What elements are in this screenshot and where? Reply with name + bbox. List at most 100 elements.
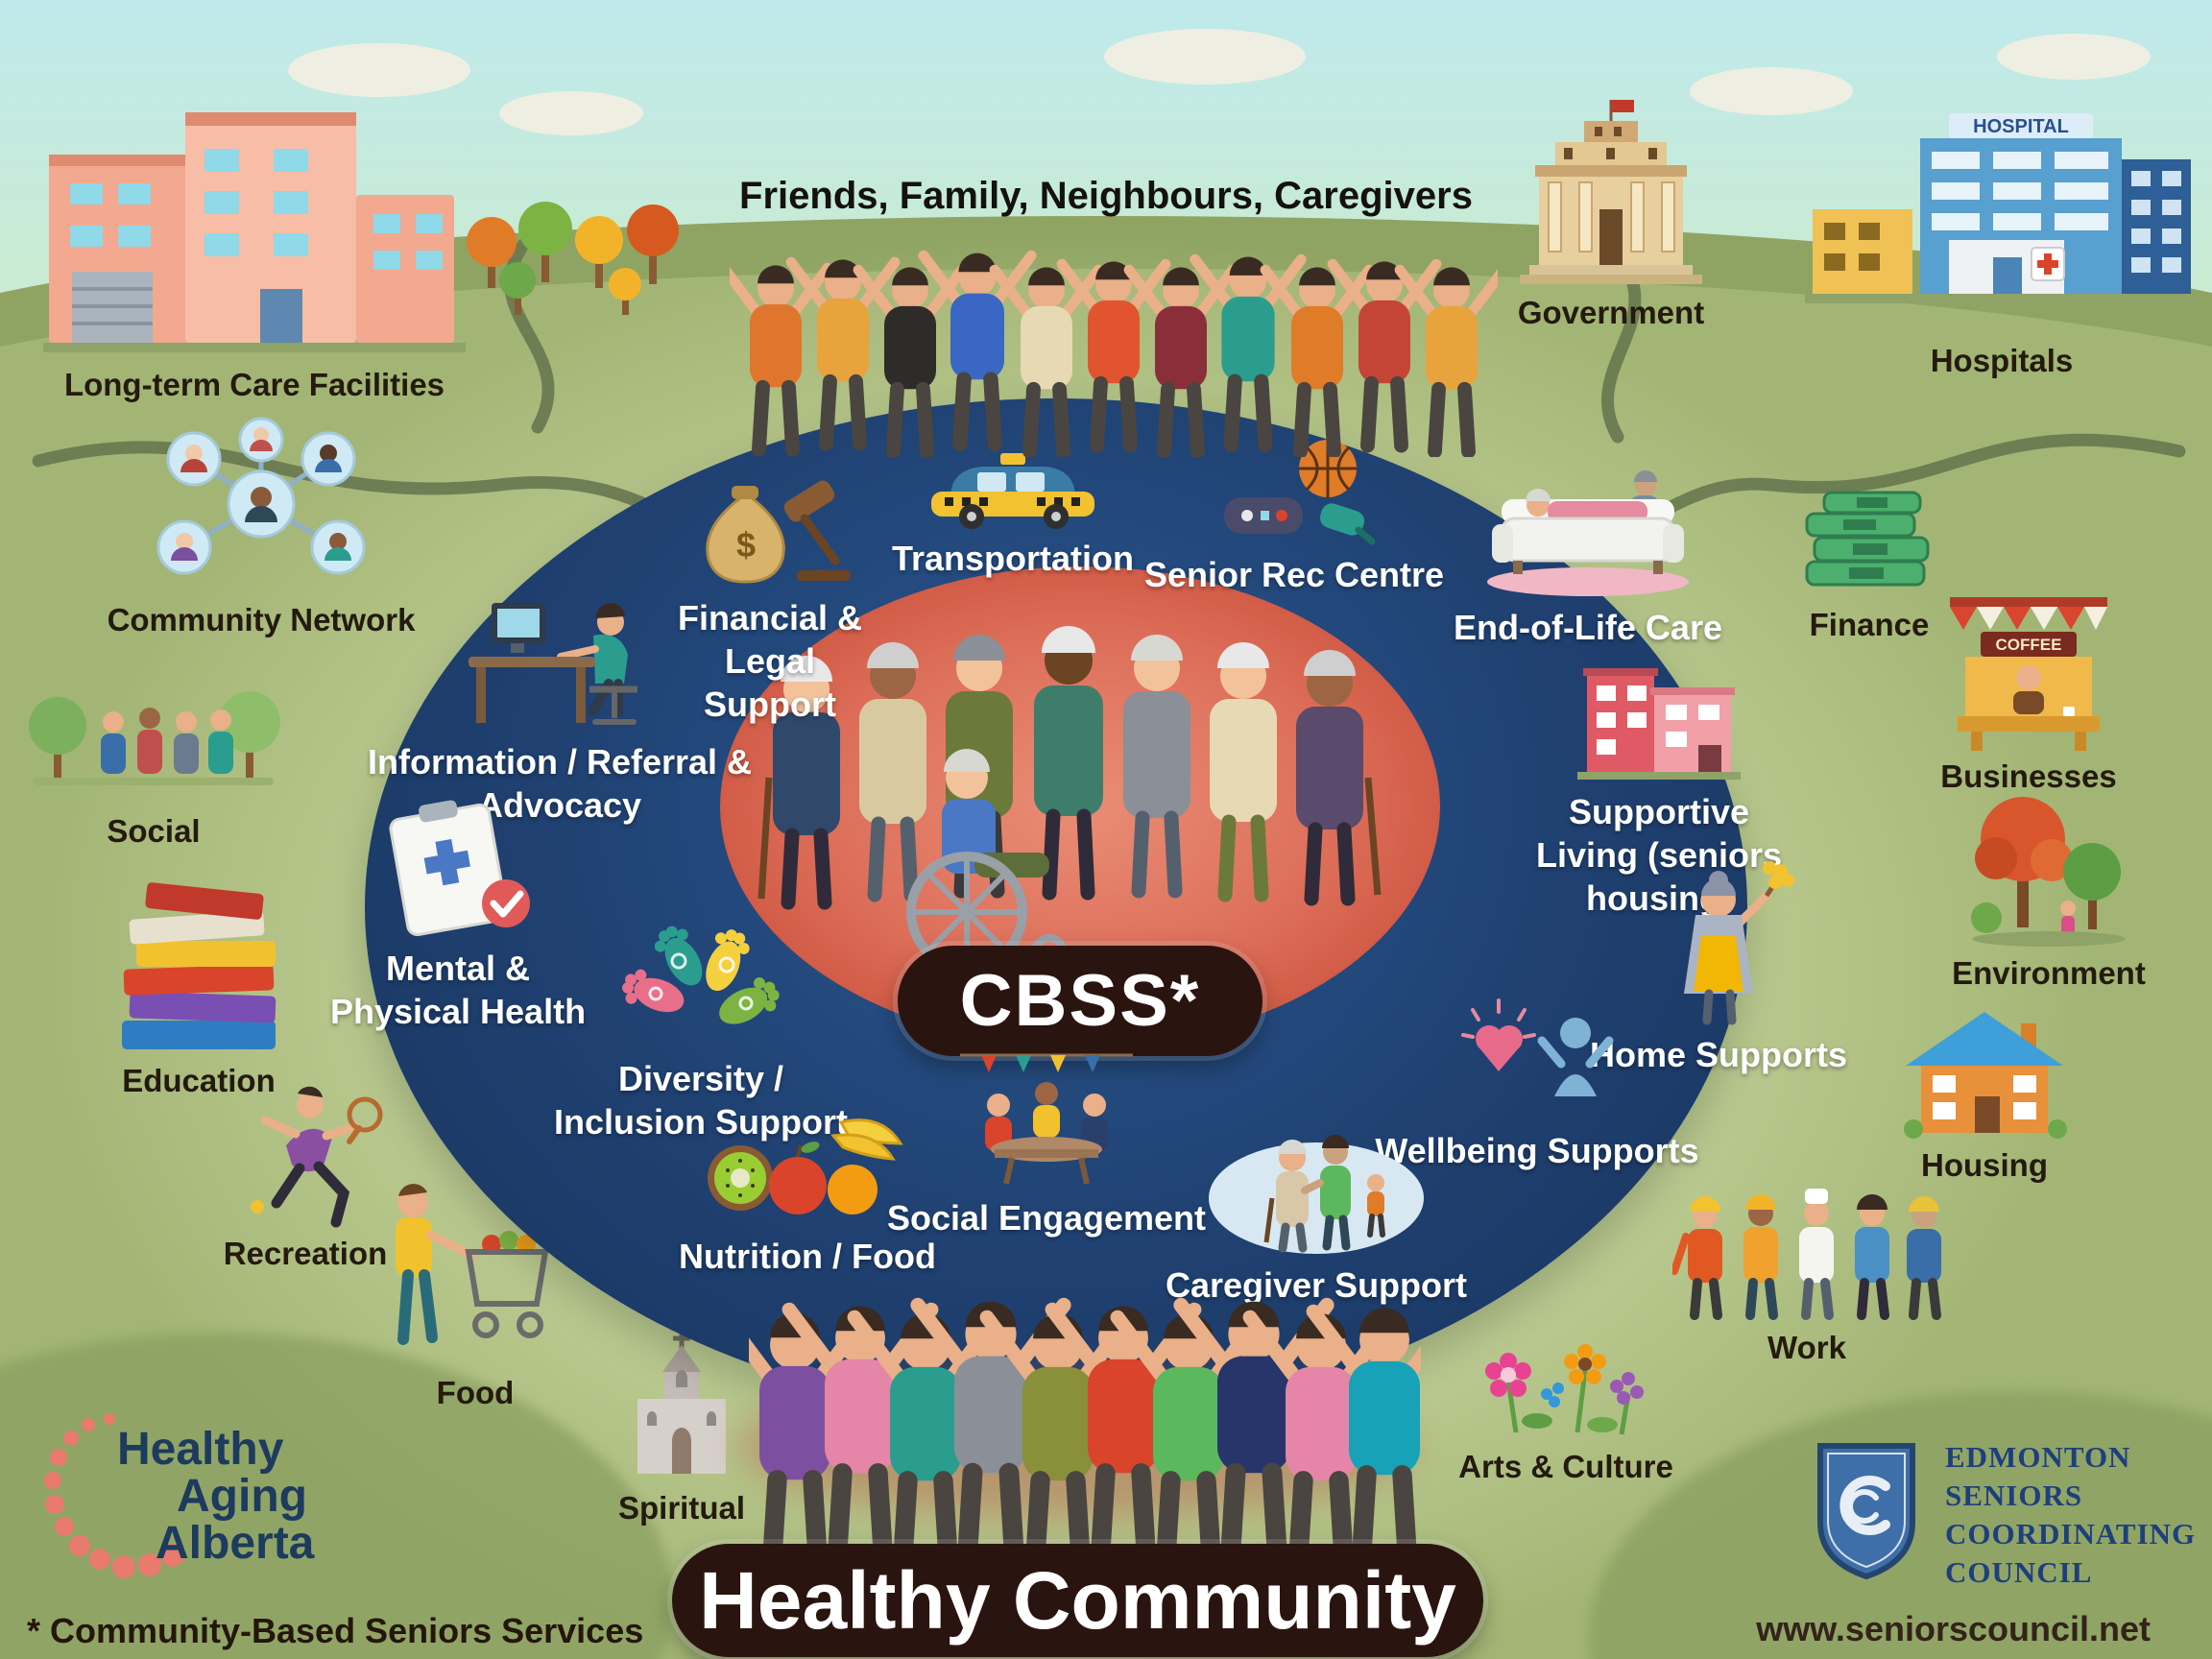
- help-desk-icon: [469, 602, 637, 725]
- escc-logo: EDMONTON SENIORS COORDINATING COUNCIL: [1813, 1438, 2196, 1592]
- escc-line-3: COORDINATING: [1945, 1517, 2197, 1551]
- books-icon: [122, 882, 276, 1049]
- taxi-icon: [931, 453, 1094, 529]
- escc-shield-icon: [1817, 1443, 1915, 1580]
- coffee-sign-text: COFFEE: [1996, 636, 2062, 654]
- healthy-aging-wordmark: Healthy Aging Alberta: [117, 1424, 315, 1569]
- outer-item-spiritual: Spiritual: [566, 1330, 797, 1527]
- healthy-aging-dots-icon: [44, 1413, 184, 1578]
- inner-item-label: Social Engagement: [886, 1198, 1207, 1238]
- outer-item-hospitals: HOSPITAL Hospitals: [1805, 106, 2199, 380]
- outer-item-arts-culture: Arts & Culture: [1422, 1336, 1710, 1486]
- top-people-chain: [730, 209, 1498, 457]
- inner-item-label: Financial & Legal Support: [677, 598, 863, 724]
- cleaner-icon: [1684, 861, 1794, 1025]
- house-icon: [1904, 1012, 2067, 1139]
- social-scene-icon: [29, 691, 280, 785]
- trees-row-icon: [467, 202, 679, 315]
- money-gavel-icon: $: [706, 480, 851, 584]
- inner-item-label: Diversity / Inclusion Support: [554, 1059, 848, 1142]
- escc-line-4: COUNCIL: [1945, 1555, 2093, 1589]
- outer-item-label: Education: [122, 1063, 276, 1098]
- health-clipboard-icon: [389, 800, 530, 937]
- inner-item-supportive-living: Supportive Living (seniors housing): [1515, 645, 1803, 920]
- outer-item-label: Spiritual: [617, 1490, 746, 1526]
- flowers-icon: [1485, 1344, 1644, 1435]
- outer-item-food: Food: [355, 1162, 595, 1412]
- dollar-sign-text: $: [736, 525, 756, 565]
- outer-item-community-network: Community Network: [79, 413, 444, 639]
- outer-item-businesses: COFFEE Businesses: [1894, 574, 2163, 796]
- website-url: www.seniorscouncil.net: [1756, 1609, 2151, 1648]
- outer-item-government: Government: [1457, 96, 1765, 332]
- escc-line-2: SENIORS: [1945, 1479, 2083, 1512]
- outer-item-education: Education: [74, 869, 324, 1100]
- inner-item-home-supports: Home Supports: [1575, 859, 1863, 1076]
- outer-item-housing: Housing: [1869, 1006, 2100, 1185]
- care-facility-icon: [43, 112, 466, 352]
- escc-line-1: EDMONTON: [1945, 1440, 2131, 1474]
- inner-item-label: Nutrition / Food: [679, 1237, 936, 1276]
- church-icon: [637, 1332, 726, 1474]
- caregiver-icon: [1209, 1135, 1424, 1254]
- outer-item-label: Food: [436, 1375, 515, 1410]
- outer-item-label: Recreation: [223, 1236, 388, 1271]
- money-stacks-icon: [1805, 491, 1930, 587]
- inner-item-financial-legal: $ Financial & Legal Support: [655, 451, 885, 726]
- inner-item-label: Caregiver Support: [1165, 1265, 1468, 1305]
- inner-item-information-referral: Information / Referral & Advocacy: [349, 576, 771, 827]
- inner-item-mental-physical-health: Mental & Physical Health: [328, 792, 588, 1033]
- haa-line-3: Alberta: [156, 1517, 315, 1569]
- outer-item-label: Social: [107, 813, 201, 849]
- outer-item-label: Long-term Care Facilities: [63, 367, 445, 402]
- fruits-icon: [708, 1118, 903, 1214]
- seniors-group-icon: [757, 626, 1382, 973]
- inner-item-label: End-of-Life Care: [1453, 608, 1722, 647]
- healthy-community-pill: Healthy Community: [672, 1544, 1483, 1657]
- healthy-community-title: Healthy Community: [699, 1554, 1456, 1646]
- haa-line-2: Aging: [177, 1470, 307, 1522]
- cbss-label: CBSS*: [959, 960, 1201, 1042]
- cloud-icon: [1104, 29, 1306, 84]
- inner-item-caregiver-support: Caregiver Support: [1153, 1114, 1479, 1307]
- hospital-buildings-icon: HOSPITAL: [1805, 113, 2199, 303]
- inner-item-diversity-inclusion: Diversity / Inclusion Support: [538, 898, 864, 1143]
- outer-item-long-term-care: Long-term Care Facilities: [29, 91, 480, 404]
- hospital-sign-text: HOSPITAL: [1973, 116, 2069, 137]
- inner-item-nutrition-food: Nutrition / Food: [654, 1090, 961, 1278]
- sofa-care-icon: [1487, 470, 1689, 596]
- outer-item-work: Work: [1672, 1179, 1941, 1367]
- outer-item-environment: Environment: [1905, 766, 2193, 993]
- outer-item-label: Housing: [1921, 1147, 2048, 1183]
- inner-item-senior-rec-centre: Senior Rec Centre: [1131, 432, 1457, 596]
- inner-item-wellbeing-supports: Wellbeing Supports: [1355, 989, 1719, 1172]
- inner-item-transportation: Transportation: [859, 440, 1166, 580]
- inner-item-label: Transportation: [891, 539, 1135, 578]
- inner-item-label: Home Supports: [1589, 1035, 1847, 1074]
- heart-person-icon: [1461, 998, 1614, 1096]
- cloud-icon: [499, 91, 643, 135]
- outer-item-social: Social: [24, 662, 283, 851]
- inner-item-end-of-life-care: End-of-Life Care: [1430, 461, 1746, 649]
- cloud-icon: [288, 43, 470, 97]
- outer-item-label: Government: [1517, 295, 1705, 330]
- inner-item-label: Senior Rec Centre: [1143, 555, 1445, 594]
- top-banner-text: Friends, Family, Neighbours, Caregivers: [739, 175, 1473, 217]
- network-icon: [156, 417, 366, 575]
- haa-line-1: Healthy: [117, 1424, 284, 1475]
- gathering-icon: [960, 1053, 1133, 1185]
- runner-icon: [251, 1086, 383, 1228]
- healthy-aging-alberta-logo: Healthy Aging Alberta: [38, 1404, 384, 1624]
- cloud-icon: [1690, 67, 1853, 115]
- grocery-cart-icon: [396, 1184, 549, 1345]
- outer-item-label: Arts & Culture: [1458, 1449, 1673, 1484]
- outer-item-label: Work: [1767, 1330, 1846, 1365]
- recreation-gear-icon: [1224, 440, 1376, 545]
- inner-item-label: Mental & Physical Health: [329, 949, 587, 1031]
- inner-item-label: Information / Referral & Advocacy: [367, 742, 753, 825]
- workers-icon: [1672, 1189, 1941, 1320]
- outer-item-label: Businesses: [1940, 758, 2117, 794]
- cloud-icon: [1997, 34, 2151, 80]
- trees-icon: [1971, 797, 2126, 947]
